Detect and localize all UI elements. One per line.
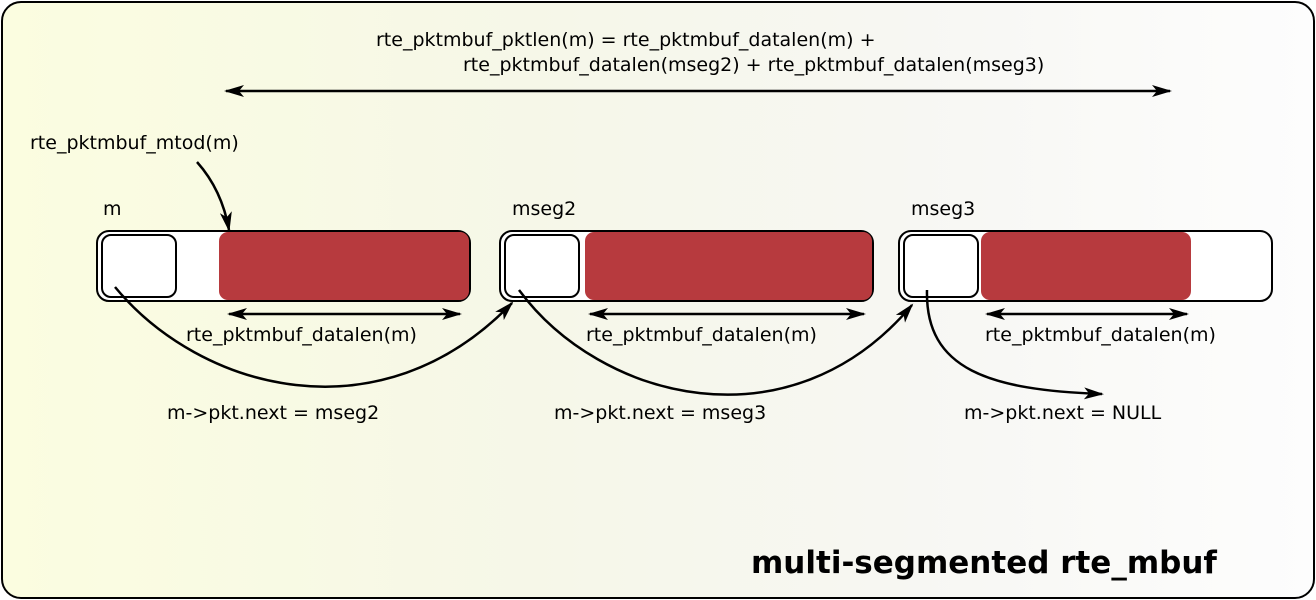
- datalen-label-mseg2: rte_pktmbuf_datalen(m): [586, 324, 817, 346]
- segment-name-mseg2: mseg2: [512, 198, 577, 220]
- segment-mseg2: [499, 230, 874, 320]
- formula-line-1: rte_pktmbuf_pktlen(m) = rte_pktmbuf_data…: [376, 29, 876, 51]
- segment-mseg3: [898, 230, 1273, 320]
- segment-name-mseg3: mseg3: [911, 198, 976, 220]
- mbuf-header: [504, 234, 580, 298]
- mtod-label: rte_pktmbuf_mtod(m): [30, 132, 239, 154]
- formula-line-2: rte_pktmbuf_datalen(mseg2) + rte_pktmbuf…: [463, 54, 1045, 76]
- next-label-mseg2: m->pkt.next = mseg3: [554, 402, 767, 424]
- next-pointer-mseg2-to-mseg3: [517, 289, 914, 396]
- next-label-mseg3: m->pkt.next = NULL: [964, 402, 1162, 424]
- datalen-label-mseg3: rte_pktmbuf_datalen(m): [985, 324, 1216, 346]
- segment-name-m: m: [103, 198, 122, 220]
- mbuf-data-region: [981, 232, 1191, 300]
- datalen-label-m: rte_pktmbuf_datalen(m): [186, 324, 417, 346]
- mbuf-header: [903, 234, 979, 298]
- segment-m: [96, 230, 471, 320]
- next-label-m: m->pkt.next = mseg2: [167, 402, 380, 424]
- mbuf-header: [101, 234, 177, 298]
- diagram-title: multi-segmented rte_mbuf: [751, 545, 1217, 581]
- next-pointer-m-to-mseg2: [114, 286, 514, 388]
- mbuf-data-region: [219, 232, 469, 300]
- next-pointer-mseg3-to-null: [925, 289, 1104, 400]
- mtod-arrow: [196, 161, 232, 232]
- mbuf-data-region: [585, 232, 872, 300]
